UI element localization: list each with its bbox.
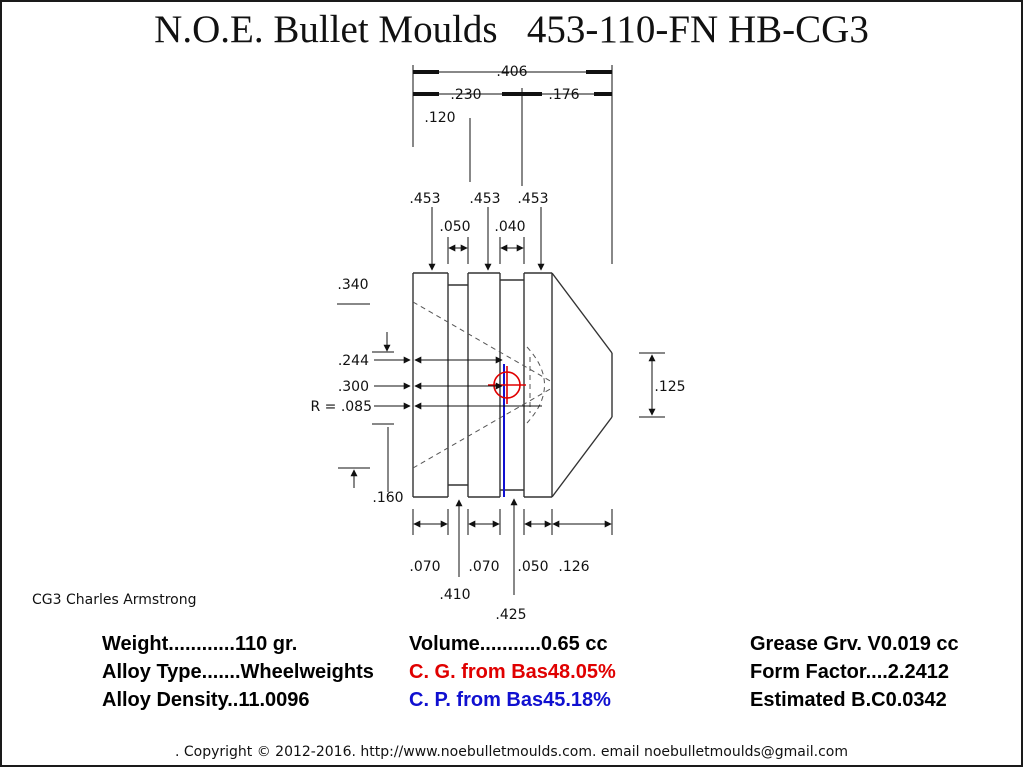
dim-radius: R = .085 [310, 399, 372, 415]
dim-300: .300 [338, 379, 369, 395]
dim-overall-length: .406 [496, 64, 527, 80]
hollow-base-cavity [412, 301, 553, 469]
cg-stat: C. G. from Bas48.05% [409, 661, 616, 683]
dim-base-step: .120 [424, 110, 455, 126]
weight-stat: Weight............110 gr. [102, 633, 298, 655]
dimension-lines [337, 65, 665, 595]
dim-160: .160 [372, 490, 403, 506]
grease-groove-stat: Grease Grv. V0.019 cc [750, 633, 959, 655]
nose-ogive-top [551, 272, 613, 354]
alloy-density-stat: Alloy Density..11.0096 [102, 689, 310, 711]
dim-nose-length: .176 [548, 87, 579, 103]
dim-340: .340 [337, 277, 368, 293]
bc-stat: Estimated B.C0.0342 [750, 689, 947, 711]
dim-nose-to-body: .230 [450, 87, 481, 103]
dim-band-diameter-3: .453 [517, 191, 548, 207]
alloy-type-stat: Alloy Type.......Wheelweights [102, 661, 374, 683]
dim-crimp-groove-width: .040 [494, 219, 525, 235]
dim-meplat: .125 [654, 379, 685, 395]
dim-crimp-diameter: .425 [495, 607, 526, 623]
dim-grease-groove-width: .050 [439, 219, 470, 235]
dimension-labels: .406 .230 .176 .120 .453 .453 .453 .050 … [310, 64, 685, 623]
volume-stat: Volume...........0.65 cc [409, 633, 608, 655]
dim-band-diameter-1: .453 [409, 191, 440, 207]
dim-band-diameter-2: .453 [469, 191, 500, 207]
designer-caption: CG3 Charles Armstrong [32, 592, 197, 608]
dim-groove-diameter: .410 [439, 587, 470, 603]
cg-marker [488, 366, 526, 404]
page-title: N.O.E. Bullet Moulds 453-110-FN HB-CG3 [154, 8, 869, 51]
dim-244: .244 [338, 353, 369, 369]
dim-front-band-width: .050 [517, 559, 548, 575]
form-factor-stat: Form Factor....2.2412 [750, 661, 949, 683]
dim-base-band-width: .070 [409, 559, 440, 575]
cp-stat: C. P. from Bas45.18% [409, 689, 611, 711]
dim-mid-band-width: .070 [468, 559, 499, 575]
nose-ogive-bottom [551, 416, 613, 498]
copyright-footer: . Copyright © 2012-2016. http://www.noeb… [174, 744, 849, 760]
dim-nose-width: .126 [558, 559, 589, 575]
